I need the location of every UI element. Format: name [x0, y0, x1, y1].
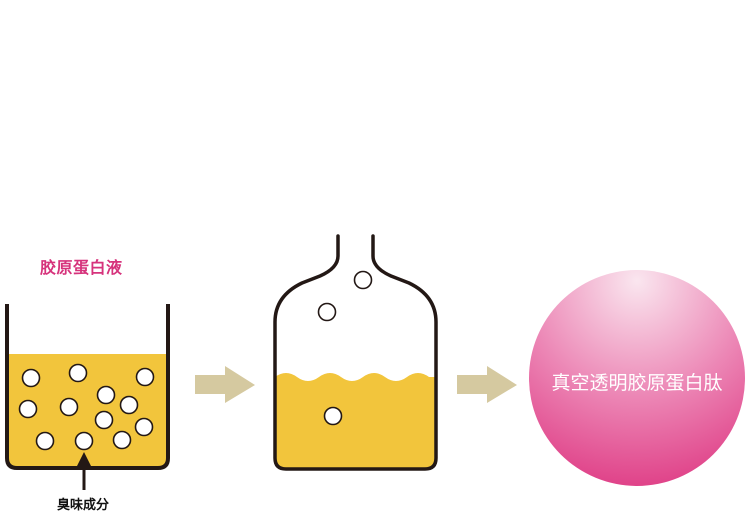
process-arrow-1 [195, 366, 255, 403]
odor-particle [74, 431, 94, 451]
product-label: 真空透明胶原蛋白肽 [551, 372, 723, 394]
odor-particle [18, 399, 38, 419]
beaker-outline [5, 304, 170, 470]
process-arrow-2 [457, 366, 517, 403]
odor-particle [68, 363, 88, 383]
odor-component-label: 臭味成分 [57, 498, 110, 513]
product-sphere [529, 270, 745, 486]
odor-particle [119, 395, 139, 415]
odor-particle [317, 302, 337, 322]
pointer-arrow [77, 452, 91, 490]
odor-particle [94, 410, 114, 430]
odor-particle [323, 406, 343, 426]
odor-particle [135, 367, 155, 387]
escaping-particles [317, 270, 373, 426]
odor-particle [134, 417, 154, 437]
odor-particle [21, 368, 41, 388]
vacuum-flask [273, 234, 438, 471]
odor-particles [18, 363, 155, 451]
flask-liquid [275, 373, 436, 469]
odor-particle [59, 397, 79, 417]
collagen-solution-label: 胶原蛋白液 [40, 258, 123, 277]
beaker-open [5, 304, 170, 490]
flask-outline [273, 234, 438, 471]
odor-particle [353, 270, 373, 290]
odor-particle [112, 430, 132, 450]
odor-particle [96, 385, 116, 405]
odor-particle [35, 431, 55, 451]
